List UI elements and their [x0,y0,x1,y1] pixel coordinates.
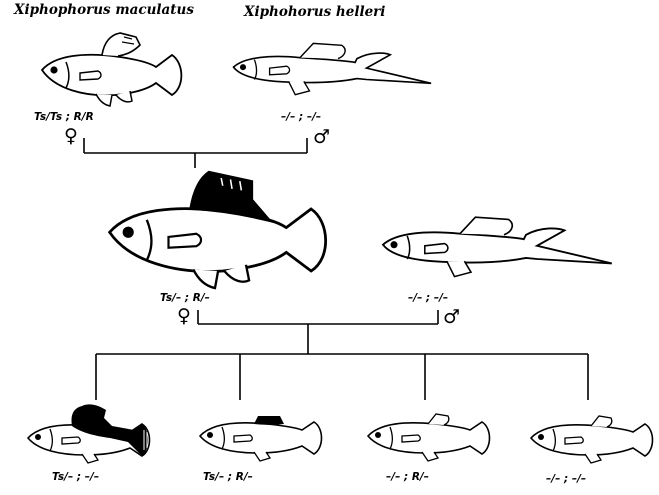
genotype-parent-female: Ts/Ts ; R/R [34,111,94,123]
genotype-parent-male: –/– ; –/– [281,111,321,123]
fish-offspring-2 [200,416,322,461]
genotype-f1-male: –/– ; –/– [408,292,448,304]
genotype-f1-female: Ts/– ; R/– [160,292,210,304]
fish-f1-hybrid-female [110,172,326,288]
female-symbol-p: ♀ [64,127,78,146]
male-symbol-f1: ♂ [443,308,460,327]
female-symbol-f1: ♀ [177,307,191,326]
genotype-offspring-3: –/– ; R/– [386,471,429,483]
fish-offspring-3 [368,414,490,461]
fish-offspring-4 [531,416,653,463]
fish-f1-helleri-male [383,217,612,276]
male-symbol-p: ♂ [313,128,330,147]
species-maculatus-label: Xiphophorus maculatus [14,2,194,18]
genotype-offspring-1: Ts/– ; –/– [52,471,99,483]
fish-maculatus-female [42,33,181,106]
genotype-offspring-4: –/– ; –/– [546,473,586,485]
fish-helleri-male [234,43,432,94]
species-helleri-label: Xiphohorus helleri [244,4,385,20]
fish-offspring-1 [28,404,150,463]
genotype-offspring-2: Ts/– ; R/– [203,471,253,483]
